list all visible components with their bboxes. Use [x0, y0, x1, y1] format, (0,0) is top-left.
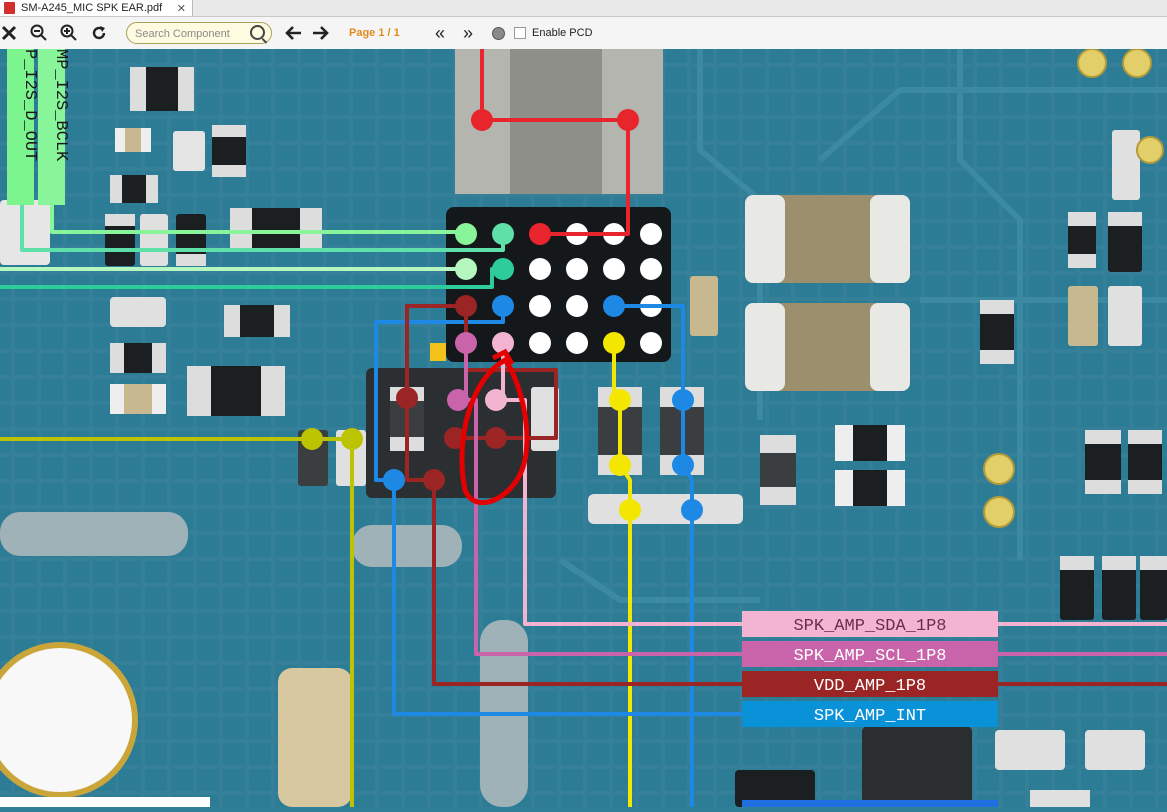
net-dots	[301, 109, 703, 521]
net-label-sda-text: SPK_AMP_SDA_1P8	[793, 617, 946, 636]
net-label-vdd[interactable]	[742, 671, 998, 697]
net-label-int-text: SPK_AMP_INT	[814, 707, 926, 726]
net-label-scl[interactable]	[742, 641, 998, 667]
small-components	[0, 67, 1167, 807]
vertical-label-dout: P_I2S_D_OUT	[20, 49, 39, 161]
checkbox-icon[interactable]	[514, 27, 526, 39]
last-page-icon[interactable]: »	[462, 22, 473, 43]
arrow-right-icon[interactable]	[310, 17, 332, 49]
enable-pcd-checkbox[interactable]: Enable PCD	[514, 17, 593, 49]
vertical-label-bclk: MP_I2S_BCLK	[51, 49, 70, 162]
connector-pad	[278, 668, 352, 807]
tab-bar: SM-A245_MIC SPK EAR.pdf ✕	[0, 0, 1167, 17]
ic-ball-grid	[529, 223, 662, 354]
search-input[interactable]	[133, 25, 247, 43]
toolbar: Page 1 / 1 « » Enable PCD	[0, 17, 1167, 50]
board-viewer-canvas[interactable]: P_I2S_D_OUT MP_I2S_BCLK SPK_AMP_SDA_1P8 …	[0, 48, 1167, 807]
ground-pad	[0, 512, 188, 556]
capacitor	[745, 303, 910, 391]
test-points	[983, 48, 1164, 528]
net-label-i2s-bclk[interactable]	[38, 49, 65, 205]
capacitor	[745, 195, 910, 283]
arrow-left-icon[interactable]	[282, 17, 304, 49]
round-pad	[0, 642, 138, 798]
amp-ic	[446, 207, 671, 362]
pdf-icon	[4, 2, 15, 14]
zoom-out-icon[interactable]	[28, 17, 50, 49]
enable-pcd-label: Enable PCD	[532, 27, 593, 39]
net-label-i2s-dout[interactable]	[7, 49, 34, 205]
fit-icon[interactable]	[0, 17, 18, 49]
net-label-out-n[interactable]	[742, 800, 998, 807]
document-tab[interactable]: SM-A245_MIC SPK EAR.pdf ✕	[0, 0, 193, 16]
net-label-sda[interactable]	[742, 611, 998, 637]
pcd-toggle-icon[interactable]	[492, 27, 505, 40]
page-indicator: Page 1 / 1	[349, 27, 400, 39]
zoom-in-icon[interactable]	[58, 17, 80, 49]
refresh-icon[interactable]	[88, 17, 110, 49]
search-component-box[interactable]	[126, 22, 272, 44]
ground-pad	[352, 525, 462, 567]
net-label-vdd-text: VDD_AMP_1P8	[814, 677, 926, 696]
net-label-int[interactable]	[742, 701, 998, 727]
net-label-scl-text: SPK_AMP_SCL_1P8	[793, 647, 946, 666]
board-image: P_I2S_D_OUT MP_I2S_BCLK SPK_AMP_SDA_1P8 …	[0, 48, 1167, 807]
highlight-circle	[459, 356, 530, 505]
document-tab-title: SM-A245_MIC SPK EAR.pdf	[21, 2, 163, 14]
corner-label	[0, 797, 210, 807]
first-page-icon[interactable]: «	[434, 22, 445, 43]
search-icon[interactable]	[250, 25, 265, 40]
close-tab-icon[interactable]: ✕	[176, 2, 186, 15]
